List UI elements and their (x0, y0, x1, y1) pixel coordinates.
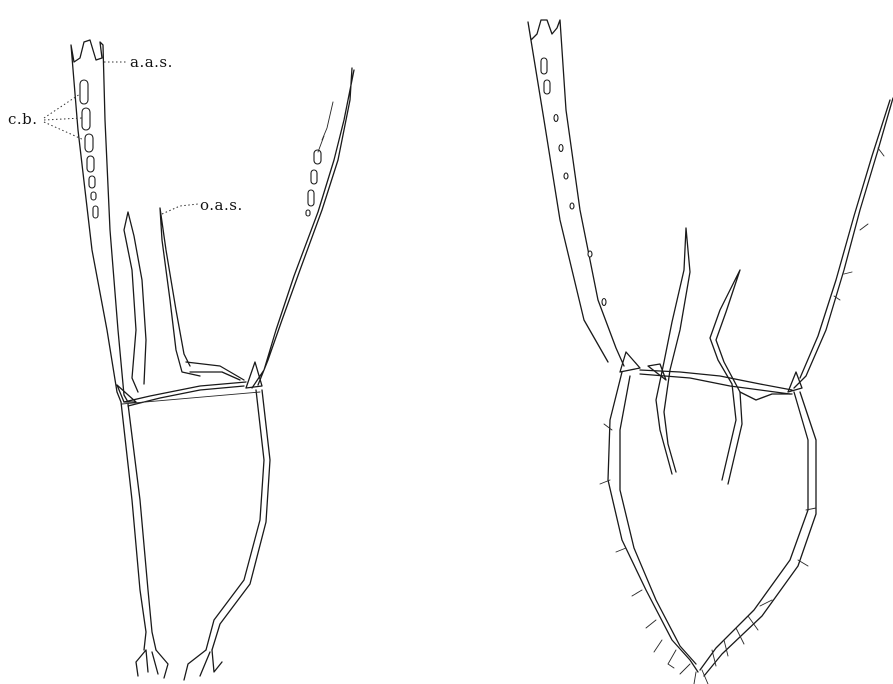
left-chambers (80, 80, 98, 218)
left-posterior-spine (252, 68, 354, 388)
right-chambers (541, 58, 606, 306)
left-oral-spine-1 (124, 212, 146, 392)
left-right-chambers (306, 150, 321, 216)
label-aas: a.a.s. (130, 53, 173, 71)
right-lower-body (608, 372, 816, 676)
right-crossbar (640, 370, 792, 394)
left-lower-body (121, 390, 270, 650)
label-cb: c.b. (8, 110, 38, 128)
label-oas: o.a.s. (200, 196, 243, 214)
right-posterior-spine (794, 98, 893, 388)
right-oral-spine-1 (656, 228, 690, 474)
left-specimen (71, 40, 354, 680)
annotations: a.a.s. c.b. o.a.s. (8, 53, 243, 214)
right-specimen (528, 20, 893, 684)
left-oral-spine-2 (160, 208, 200, 376)
